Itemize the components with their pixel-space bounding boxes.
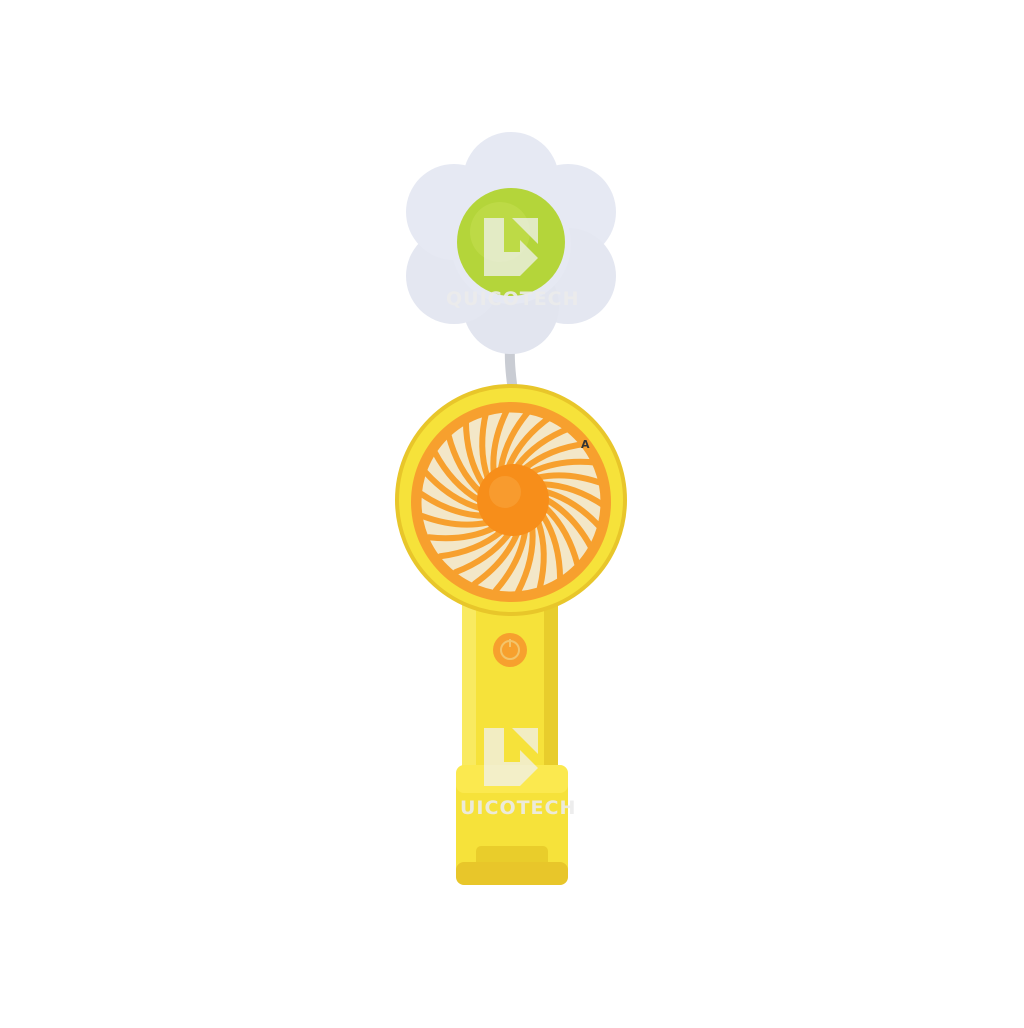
fan-blade (445, 431, 483, 495)
fan-blade (490, 405, 512, 476)
fan-blade (418, 490, 486, 519)
fan-blade (437, 528, 504, 560)
fan-blade (492, 528, 529, 594)
fan-blade (514, 524, 536, 595)
fan-marking-text: A (581, 438, 590, 451)
fan-blade (505, 413, 555, 470)
fan-blade (431, 448, 482, 503)
fan-blade (535, 519, 547, 592)
fan-blade (419, 513, 491, 528)
quicotech-logo-icon (484, 728, 538, 786)
fan-blade (497, 406, 534, 472)
fan-blade (540, 512, 564, 583)
watermark-brand-lower: UICOTECH (460, 797, 577, 819)
fan-blade (543, 488, 604, 531)
fan-blade (544, 497, 595, 552)
fan-blade (479, 408, 491, 481)
fan-blade (462, 417, 486, 488)
watermark-brand: QUICOTECH (446, 288, 580, 310)
quicotech-logo-icon (484, 218, 538, 276)
fan-head (395, 384, 627, 616)
fan-blade (452, 530, 512, 576)
fan-blades (418, 405, 608, 595)
fan-blade (543, 505, 581, 569)
power-button (493, 633, 527, 667)
fan-blade (540, 481, 608, 510)
fan-blade (422, 469, 483, 512)
fan-blade (529, 458, 601, 476)
fan-blade (514, 424, 574, 470)
fan-blade (471, 530, 521, 587)
fan-blade (535, 472, 607, 487)
fan-blade (522, 440, 589, 472)
fan-blade (425, 524, 497, 542)
